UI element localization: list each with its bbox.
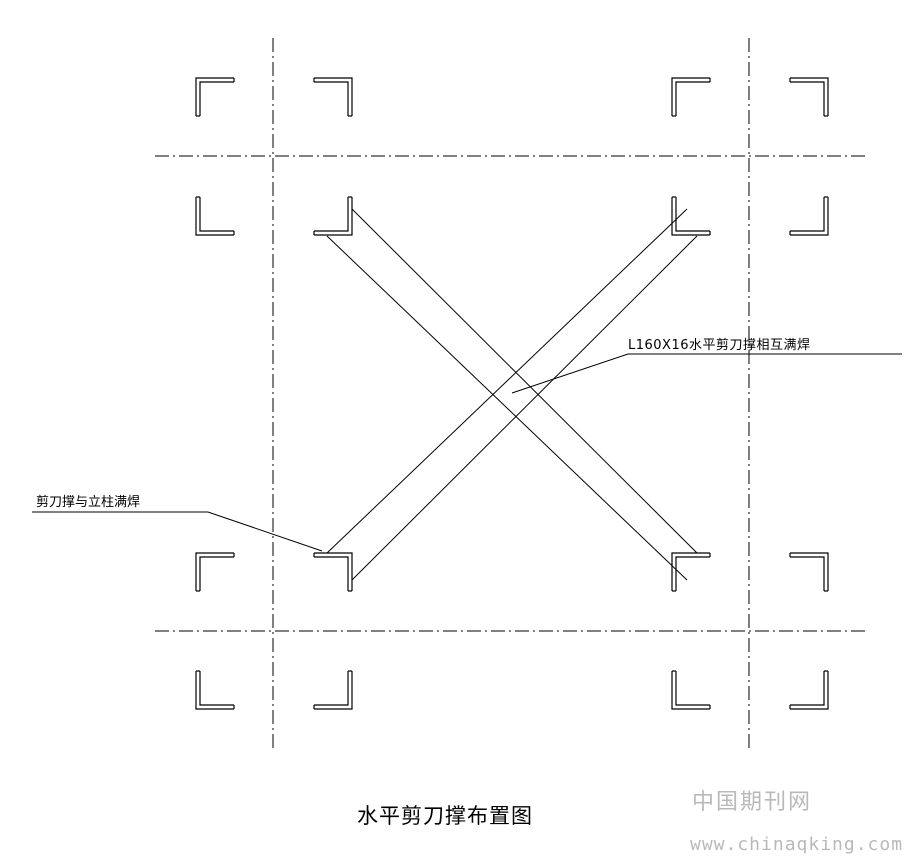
angle-section-edge [790, 671, 825, 706]
weld-label-leader [32, 511, 323, 552]
angle-section-edge [675, 556, 710, 591]
angle-section-edge [314, 77, 353, 116]
angle-section-edge [671, 77, 710, 116]
angle-section-edge [314, 671, 353, 710]
watermark-url: www.chinaqking.com [690, 834, 904, 855]
angle-section-edge [314, 197, 353, 236]
watermark-text: 中国期刊网 [692, 790, 813, 815]
angle-section-edge [671, 671, 710, 710]
brace-edge [351, 235, 698, 581]
angle-section-edge [199, 81, 234, 116]
angle-section-edge [195, 197, 234, 236]
brace-edge [326, 235, 688, 581]
angle-section-edge [790, 556, 825, 591]
angle-section-edge [314, 671, 349, 706]
scissor-braces [326, 208, 698, 581]
angle-section-edge [790, 77, 829, 116]
angle-section-edge [195, 552, 234, 591]
angle-section-edge [314, 81, 349, 116]
angle-section-edge [790, 671, 829, 710]
angle-section-edge [314, 552, 353, 591]
angle-section-edge [199, 671, 234, 706]
angle-section-edge [671, 552, 710, 591]
drawing-title: 水平剪刀撑布置图 [357, 804, 533, 828]
axis-lines [155, 38, 868, 752]
angle-section-edge [675, 197, 710, 232]
angle-section-edge [790, 552, 829, 591]
brace-edge [351, 208, 698, 554]
brace-edge [326, 208, 688, 554]
angle-sections [195, 77, 829, 710]
angle-section-edge [195, 671, 234, 710]
angle-section-edge [675, 81, 710, 116]
angle-section-edge [790, 81, 825, 116]
angle-section-edge [790, 197, 829, 236]
angle-section-edge [671, 197, 710, 236]
angle-section-edge [199, 556, 234, 591]
angle-section-edge [790, 197, 825, 232]
brace-spec-label: L160X16水平剪刀撑相互满焊 [628, 338, 811, 353]
brace-label-leader [511, 353, 902, 394]
weld-spec-label: 剪刀撑与立柱满焊 [36, 495, 141, 510]
leader-lines [32, 353, 902, 552]
angle-section-edge [675, 671, 710, 706]
angle-section-edge [314, 556, 349, 591]
angle-section-edge [314, 197, 349, 232]
angle-section-edge [195, 77, 234, 116]
angle-section-edge [199, 197, 234, 232]
